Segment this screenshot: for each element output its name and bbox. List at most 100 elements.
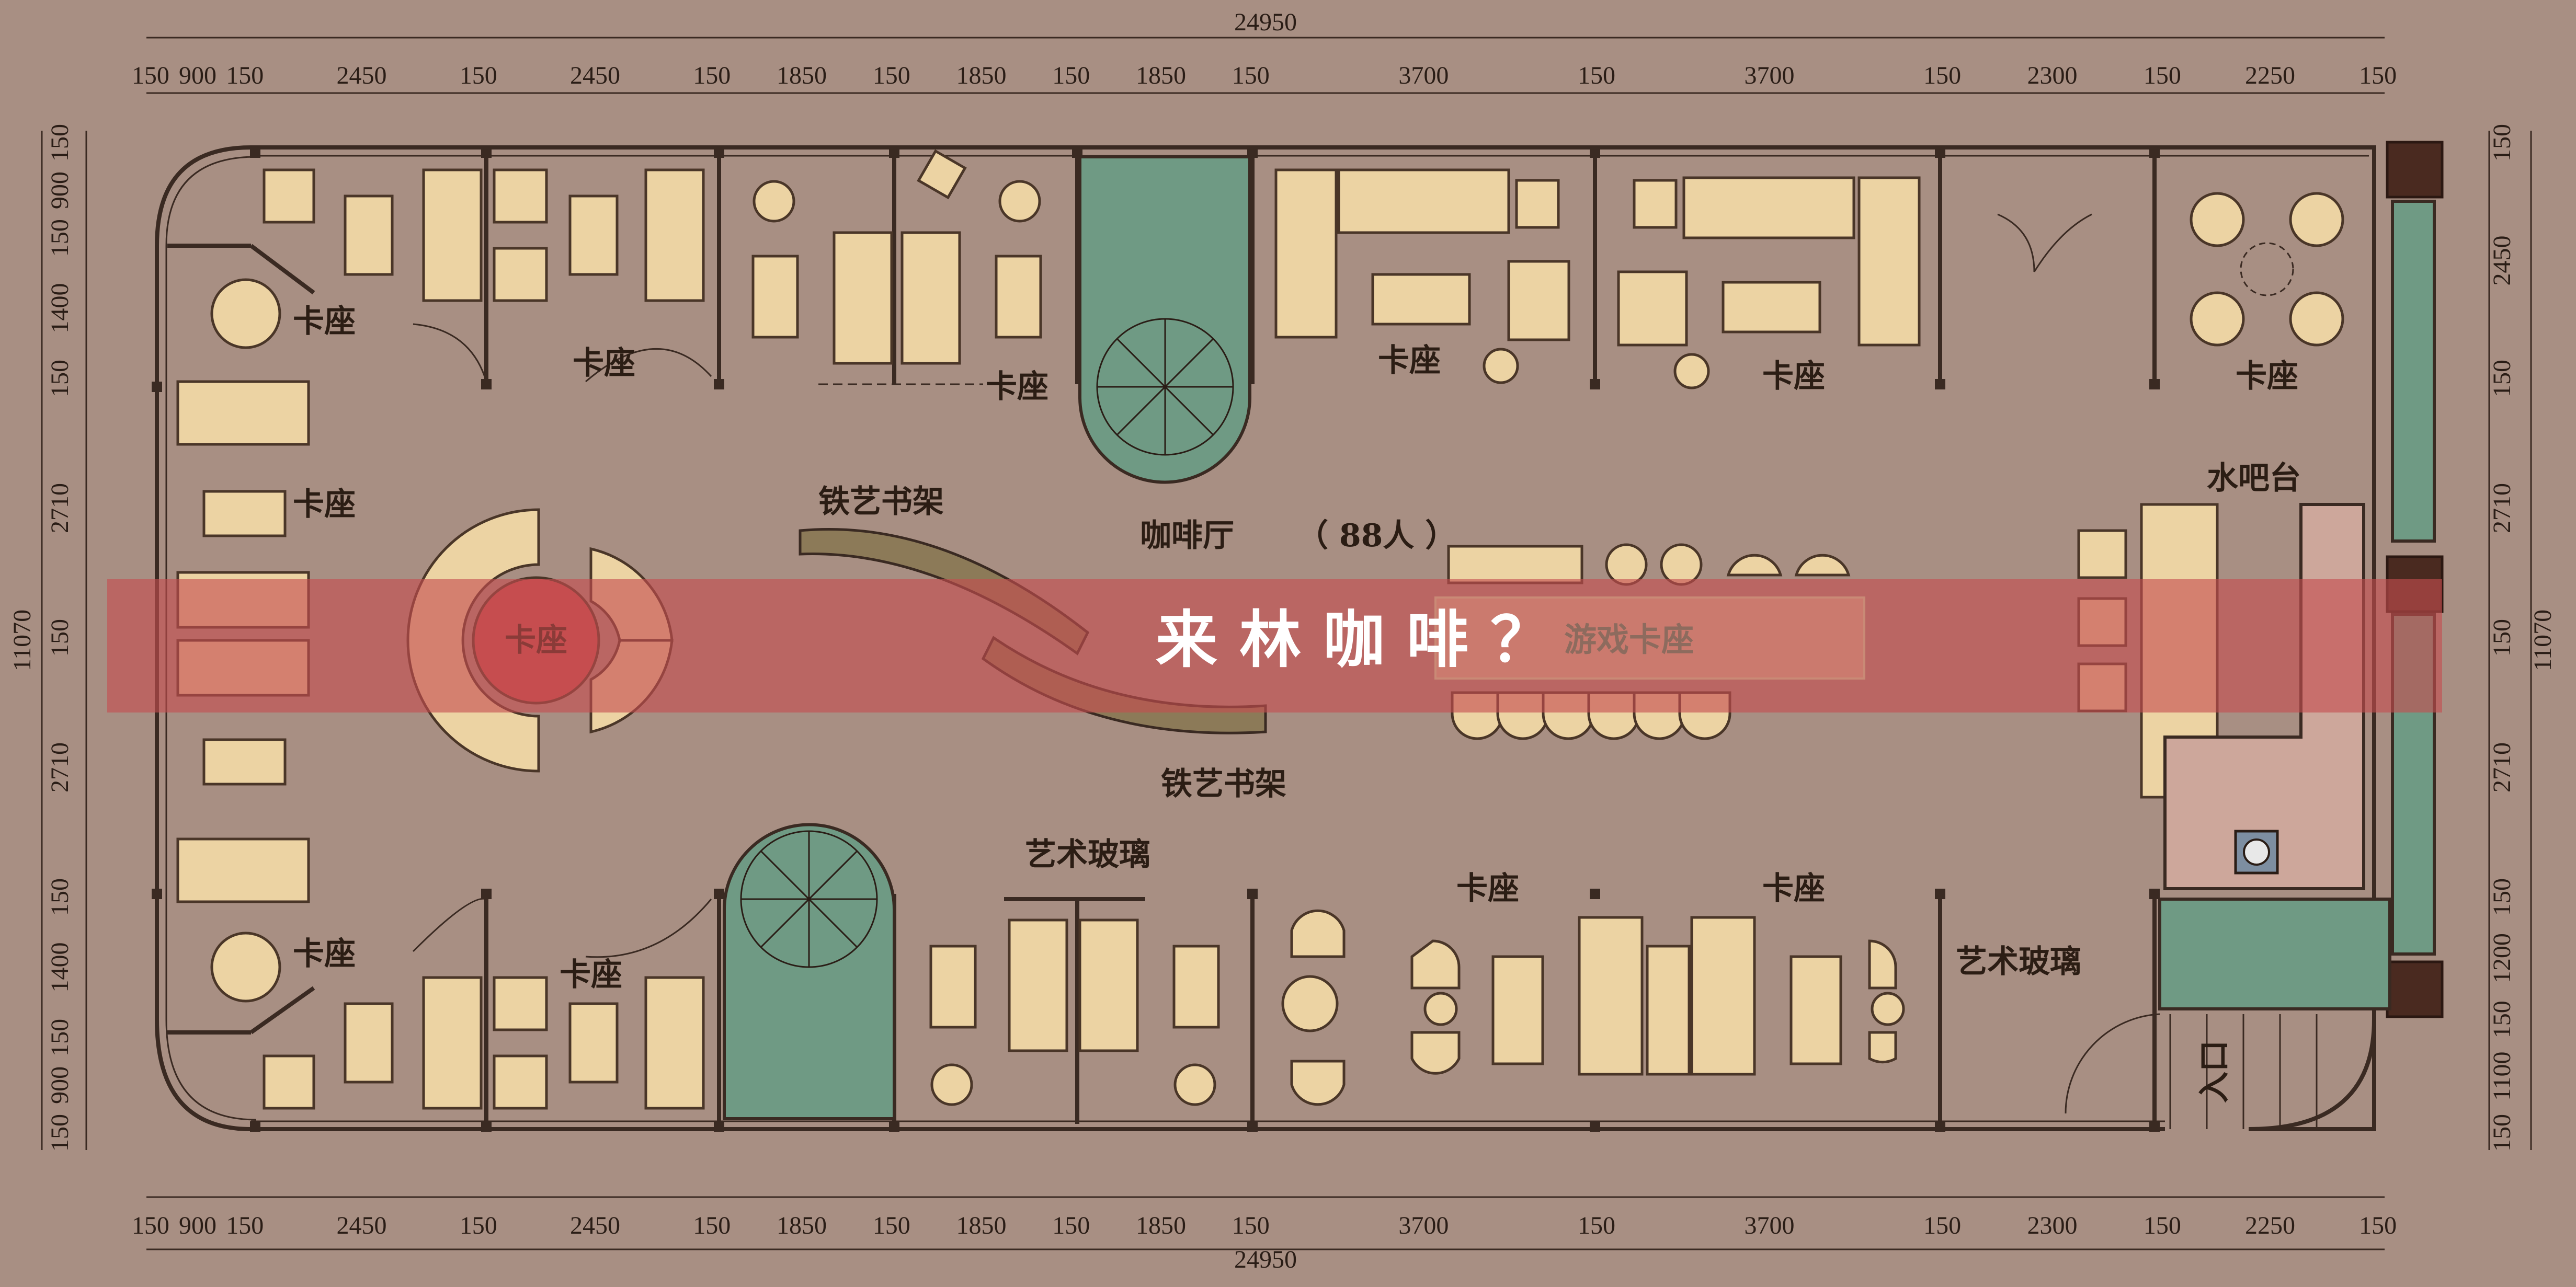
right-dimension-labels: 150 2450 150 2710 150 2710 150 1200 150 1100 150 bbox=[2488, 124, 2516, 1152]
top-dim-13: 3700 bbox=[1398, 62, 1449, 89]
label-booth-1: 卡座 bbox=[293, 303, 356, 340]
columns bbox=[152, 147, 2160, 1132]
left-dim-0: 150 bbox=[46, 124, 74, 162]
left-dim-12: 150 bbox=[46, 1114, 74, 1152]
booth-top-5 bbox=[1617, 176, 1921, 389]
top-partitions bbox=[484, 152, 2157, 384]
top-dim-16: 150 bbox=[1923, 62, 1961, 89]
label-booth-7: 卡座 bbox=[293, 486, 356, 523]
overall-width-bottom: 24950 bbox=[1234, 1246, 1297, 1273]
label-booth-5: 卡座 bbox=[1762, 358, 1825, 395]
booth-bottom-2 bbox=[412, 898, 712, 1110]
left-dim-1: 900 bbox=[46, 171, 74, 209]
bottom-dim-12: 150 bbox=[1232, 1212, 1270, 1239]
right-dim-9: 1100 bbox=[2488, 1051, 2516, 1100]
booth-bottom-3 bbox=[929, 897, 1220, 1106]
left-dim-8: 150 bbox=[46, 878, 74, 916]
right-dim-6: 150 bbox=[2488, 878, 2516, 916]
right-dim-4: 150 bbox=[2488, 619, 2516, 657]
overall-height-left: 11070 bbox=[8, 610, 36, 671]
planter-top-center bbox=[1078, 155, 1251, 484]
top-dim-10: 150 bbox=[1052, 62, 1090, 89]
label-hall: 咖啡厅 bbox=[1140, 518, 1234, 554]
exterior-walls bbox=[155, 145, 2376, 1131]
bottom-dim-20: 150 bbox=[2359, 1212, 2397, 1239]
label-art-glass-1: 艺术玻璃 bbox=[1025, 836, 1150, 873]
bottom-dim-13: 3700 bbox=[1398, 1212, 1449, 1239]
planter-bottom-left bbox=[723, 823, 896, 1120]
label-booth-6: 卡座 bbox=[2236, 358, 2298, 395]
right-dim-5: 2710 bbox=[2488, 742, 2516, 792]
top-dim-8: 150 bbox=[873, 62, 910, 89]
corner-post-bottom bbox=[2386, 960, 2444, 1018]
banner-game-booth: 游戏卡座 bbox=[1564, 620, 1694, 659]
bottom-dim-5: 2450 bbox=[570, 1212, 620, 1239]
entrance-steps bbox=[2065, 1013, 2318, 1129]
top-dim-19: 2250 bbox=[2245, 62, 2295, 89]
top-dim-20: 150 bbox=[2359, 62, 2397, 89]
left-dimension-labels: 150 900 150 1400 150 2710 150 2710 150 1400 150 900… bbox=[46, 124, 74, 1152]
planter-right-strip bbox=[2391, 200, 2436, 543]
top-dim-15: 3700 bbox=[1745, 62, 1795, 89]
label-hall-count: （ 88人 ） bbox=[1297, 518, 1456, 554]
bottom-dim-2: 150 bbox=[226, 1212, 264, 1239]
bottom-dim-6: 150 bbox=[693, 1212, 731, 1239]
right-dim-0: 150 bbox=[2488, 124, 2516, 162]
bottom-dim-3: 2450 bbox=[336, 1212, 386, 1239]
booth-bottom-4 bbox=[1281, 909, 1544, 1106]
left-dim-2: 150 bbox=[46, 219, 74, 257]
label-booth-11: 卡座 bbox=[1762, 870, 1825, 907]
bottom-dim-9: 1850 bbox=[956, 1212, 1007, 1239]
banner: 来林咖啡？ 游戏卡座 bbox=[107, 579, 2442, 713]
label-booth-3: 卡座 bbox=[986, 369, 1048, 405]
right-dim-2: 150 bbox=[2488, 360, 2516, 397]
label-iron-shelf-top: 铁艺书架 bbox=[818, 484, 944, 520]
bottom-dim-18: 150 bbox=[2144, 1212, 2181, 1239]
banner-title: 来林咖啡？ bbox=[1156, 603, 1574, 676]
top-dim-7: 1850 bbox=[777, 62, 827, 89]
top-dim-4: 150 bbox=[460, 62, 497, 89]
right-dim-3: 2710 bbox=[2488, 483, 2516, 533]
top-dim-11: 1850 bbox=[1136, 62, 1186, 89]
booth-top-3 bbox=[751, 149, 1042, 385]
bottom-dim-16: 150 bbox=[1923, 1212, 1961, 1239]
left-dim-3: 1400 bbox=[46, 283, 74, 334]
right-dim-7: 1200 bbox=[2488, 933, 2516, 983]
label-iron-shelf-bottom: 铁艺书架 bbox=[1161, 766, 1286, 802]
top-dim-18: 150 bbox=[2144, 62, 2181, 89]
label-booth-2: 卡座 bbox=[573, 345, 635, 382]
bottom-dim-7: 1850 bbox=[777, 1212, 827, 1239]
bottom-dim-1: 900 bbox=[179, 1212, 216, 1239]
right-dim-8: 150 bbox=[2488, 1001, 2516, 1038]
top-dim-12: 150 bbox=[1232, 62, 1270, 89]
bottom-dim-14: 150 bbox=[1578, 1212, 1615, 1239]
top-dim-2: 150 bbox=[226, 62, 264, 89]
left-dim-5: 2710 bbox=[46, 483, 74, 533]
corner-post-top bbox=[2386, 141, 2444, 199]
left-dim-6: 150 bbox=[46, 619, 74, 657]
bottom-dim-19: 2250 bbox=[2245, 1212, 2295, 1239]
label-art-glass-2: 艺术玻璃 bbox=[1956, 944, 2081, 980]
booth-top-right bbox=[1997, 192, 2344, 347]
right-dim-1: 2450 bbox=[2488, 235, 2516, 285]
bottom-dim-8: 150 bbox=[873, 1212, 910, 1239]
label-booth-10: 卡座 bbox=[1456, 870, 1519, 907]
label-water-bar: 水吧台 bbox=[2207, 460, 2301, 497]
left-dim-7: 2710 bbox=[46, 742, 74, 792]
booth-bottom-left bbox=[167, 932, 394, 1110]
left-dim-4: 150 bbox=[46, 360, 74, 397]
bottom-dim-10: 150 bbox=[1052, 1212, 1090, 1239]
right-dim-10: 150 bbox=[2488, 1114, 2516, 1152]
left-dim-9: 1400 bbox=[46, 942, 74, 992]
bottom-dim-0: 150 bbox=[132, 1212, 169, 1239]
top-dim-6: 150 bbox=[693, 62, 731, 89]
top-dim-1: 900 bbox=[179, 62, 216, 89]
booth-top-2 bbox=[413, 168, 712, 383]
left-dim-11: 900 bbox=[46, 1066, 74, 1104]
left-dim-10: 150 bbox=[46, 1019, 74, 1056]
bottom-dim-4: 150 bbox=[460, 1212, 497, 1239]
top-dim-9: 1850 bbox=[956, 62, 1007, 89]
